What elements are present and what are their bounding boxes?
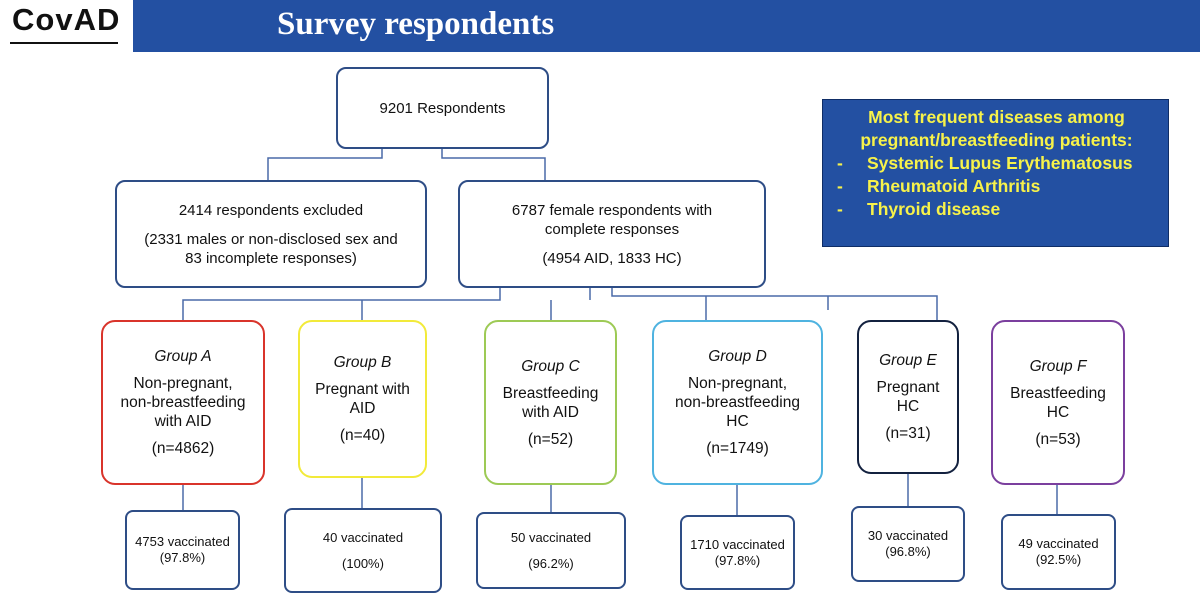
header-bar [133, 0, 1200, 52]
group-e-name: Group E [879, 352, 937, 369]
group-f-desc2: HC [1046, 403, 1070, 421]
group-f-name: Group F [1029, 357, 1087, 375]
group-d-count: (n=1749) [706, 440, 769, 457]
group-c-vaccinated-pct: (96.2%) [528, 555, 574, 571]
frequent-diseases-box: Most frequent diseases among pregnant/br… [822, 99, 1169, 247]
group-b-count: (n=40) [339, 427, 386, 444]
group-f-vaccinated-pct: (92.5%) [1035, 552, 1082, 567]
group-d-box: Group D Non-pregnant, non-breastfeeding … [652, 320, 823, 485]
page-title: Survey respondents [277, 6, 555, 42]
group-a-desc3: with AID [154, 413, 212, 430]
info-item-thyroid: -Thyroid disease [837, 199, 1001, 219]
group-e-vaccinated-box: 30 vaccinated (96.8%) [851, 506, 965, 582]
group-a-vaccinated-box: 4753 vaccinated (97.8%) [125, 510, 240, 590]
connector-root-included [441, 149, 546, 180]
group-b-vaccinated-box: 40 vaccinated (100%) [284, 508, 442, 593]
info-item-ra: -Rheumatoid Arthritis [837, 176, 1041, 196]
group-e-vaccinated-pct: (96.8%) [885, 544, 931, 559]
excluded-line1: 2414 respondents excluded [178, 201, 364, 219]
included-line2: complete responses [544, 220, 680, 238]
group-d-vaccinated-pct: (97.8%) [714, 552, 761, 568]
group-a-box: Group A Non-pregnant, non-breastfeeding … [101, 320, 265, 485]
group-f-vaccinated-box: 49 vaccinated (92.5%) [1001, 514, 1116, 590]
group-c-box: Group C Breastfeeding with AID (n=52) [484, 320, 617, 485]
group-b-box: Group B Pregnant with AID (n=40) [298, 320, 427, 478]
group-a-name: Group A [154, 348, 212, 365]
group-c-count: (n=52) [527, 430, 574, 448]
group-e-vaccinated: 30 vaccinated [867, 528, 949, 543]
group-b-desc2: AID [349, 400, 376, 417]
group-c-vaccinated-box: 50 vaccinated (96.2%) [476, 512, 626, 589]
excluded-box: 2414 respondents excluded (2331 males or… [115, 180, 427, 288]
group-e-box: Group E Pregnant HC (n=31) [857, 320, 959, 474]
group-a-desc1: Non-pregnant, [133, 375, 233, 392]
group-e-desc2: HC [896, 398, 920, 415]
info-item-sle: -Systemic Lupus Erythematosus [837, 153, 1133, 173]
included-line1: 6787 female respondents with [511, 201, 713, 219]
group-f-desc1: Breastfeeding [1010, 384, 1106, 402]
group-a-desc2: non-breastfeeding [120, 394, 246, 411]
group-c-name: Group C [521, 357, 580, 375]
group-f-count: (n=53) [1035, 430, 1081, 448]
group-c-vaccinated: 50 vaccinated [510, 529, 592, 545]
group-d-name: Group D [708, 348, 767, 365]
connector-root-excluded [267, 149, 383, 180]
group-b-vaccinated: 40 vaccinated [322, 529, 404, 545]
group-d-desc1: Non-pregnant, [687, 375, 788, 392]
group-b-desc1: Pregnant with [315, 381, 410, 398]
group-d-vaccinated-box: 1710 vaccinated (97.8%) [680, 515, 795, 590]
group-e-desc1: Pregnant [876, 379, 940, 396]
group-d-vaccinated: 1710 vaccinated [690, 536, 785, 552]
group-b-name: Group B [333, 354, 392, 371]
info-title-line1: Most frequent diseases among [868, 107, 1125, 127]
included-line3: (4954 AID, 1833 HC) [542, 249, 682, 267]
included-box: 6787 female respondents with complete re… [458, 180, 766, 288]
logo-text: CovAD [12, 2, 121, 37]
group-b-vaccinated-pct: (100%) [342, 555, 384, 571]
group-f-vaccinated: 49 vaccinated [1018, 536, 1099, 551]
group-e-count: (n=31) [885, 425, 931, 442]
group-d-desc3: HC [726, 413, 749, 430]
group-c-desc1: Breastfeeding [502, 384, 599, 402]
group-a-count: (n=4862) [151, 440, 215, 457]
group-d-desc2: non-breastfeeding [675, 394, 800, 411]
logo-underline [10, 42, 118, 44]
group-a-vaccinated: 4753 vaccinated [135, 534, 230, 549]
info-title-line2: pregnant/breastfeeding patients: [860, 130, 1133, 150]
excluded-line2: (2331 males or non-disclosed sex and [144, 230, 398, 248]
group-f-box: Group F Breastfeeding HC (n=53) [991, 320, 1125, 485]
covad-logo: CovAD [10, 2, 120, 50]
connector-group-e [611, 288, 938, 320]
group-c-desc2: with AID [522, 403, 579, 421]
excluded-line3: 83 incomplete responses) [185, 249, 357, 267]
group-a-vaccinated-pct: (97.8%) [159, 550, 206, 565]
root-respondents-box: 9201 Respondents [336, 67, 549, 149]
connector-group-a [182, 288, 501, 320]
root-label: 9201 Respondents [379, 99, 506, 117]
